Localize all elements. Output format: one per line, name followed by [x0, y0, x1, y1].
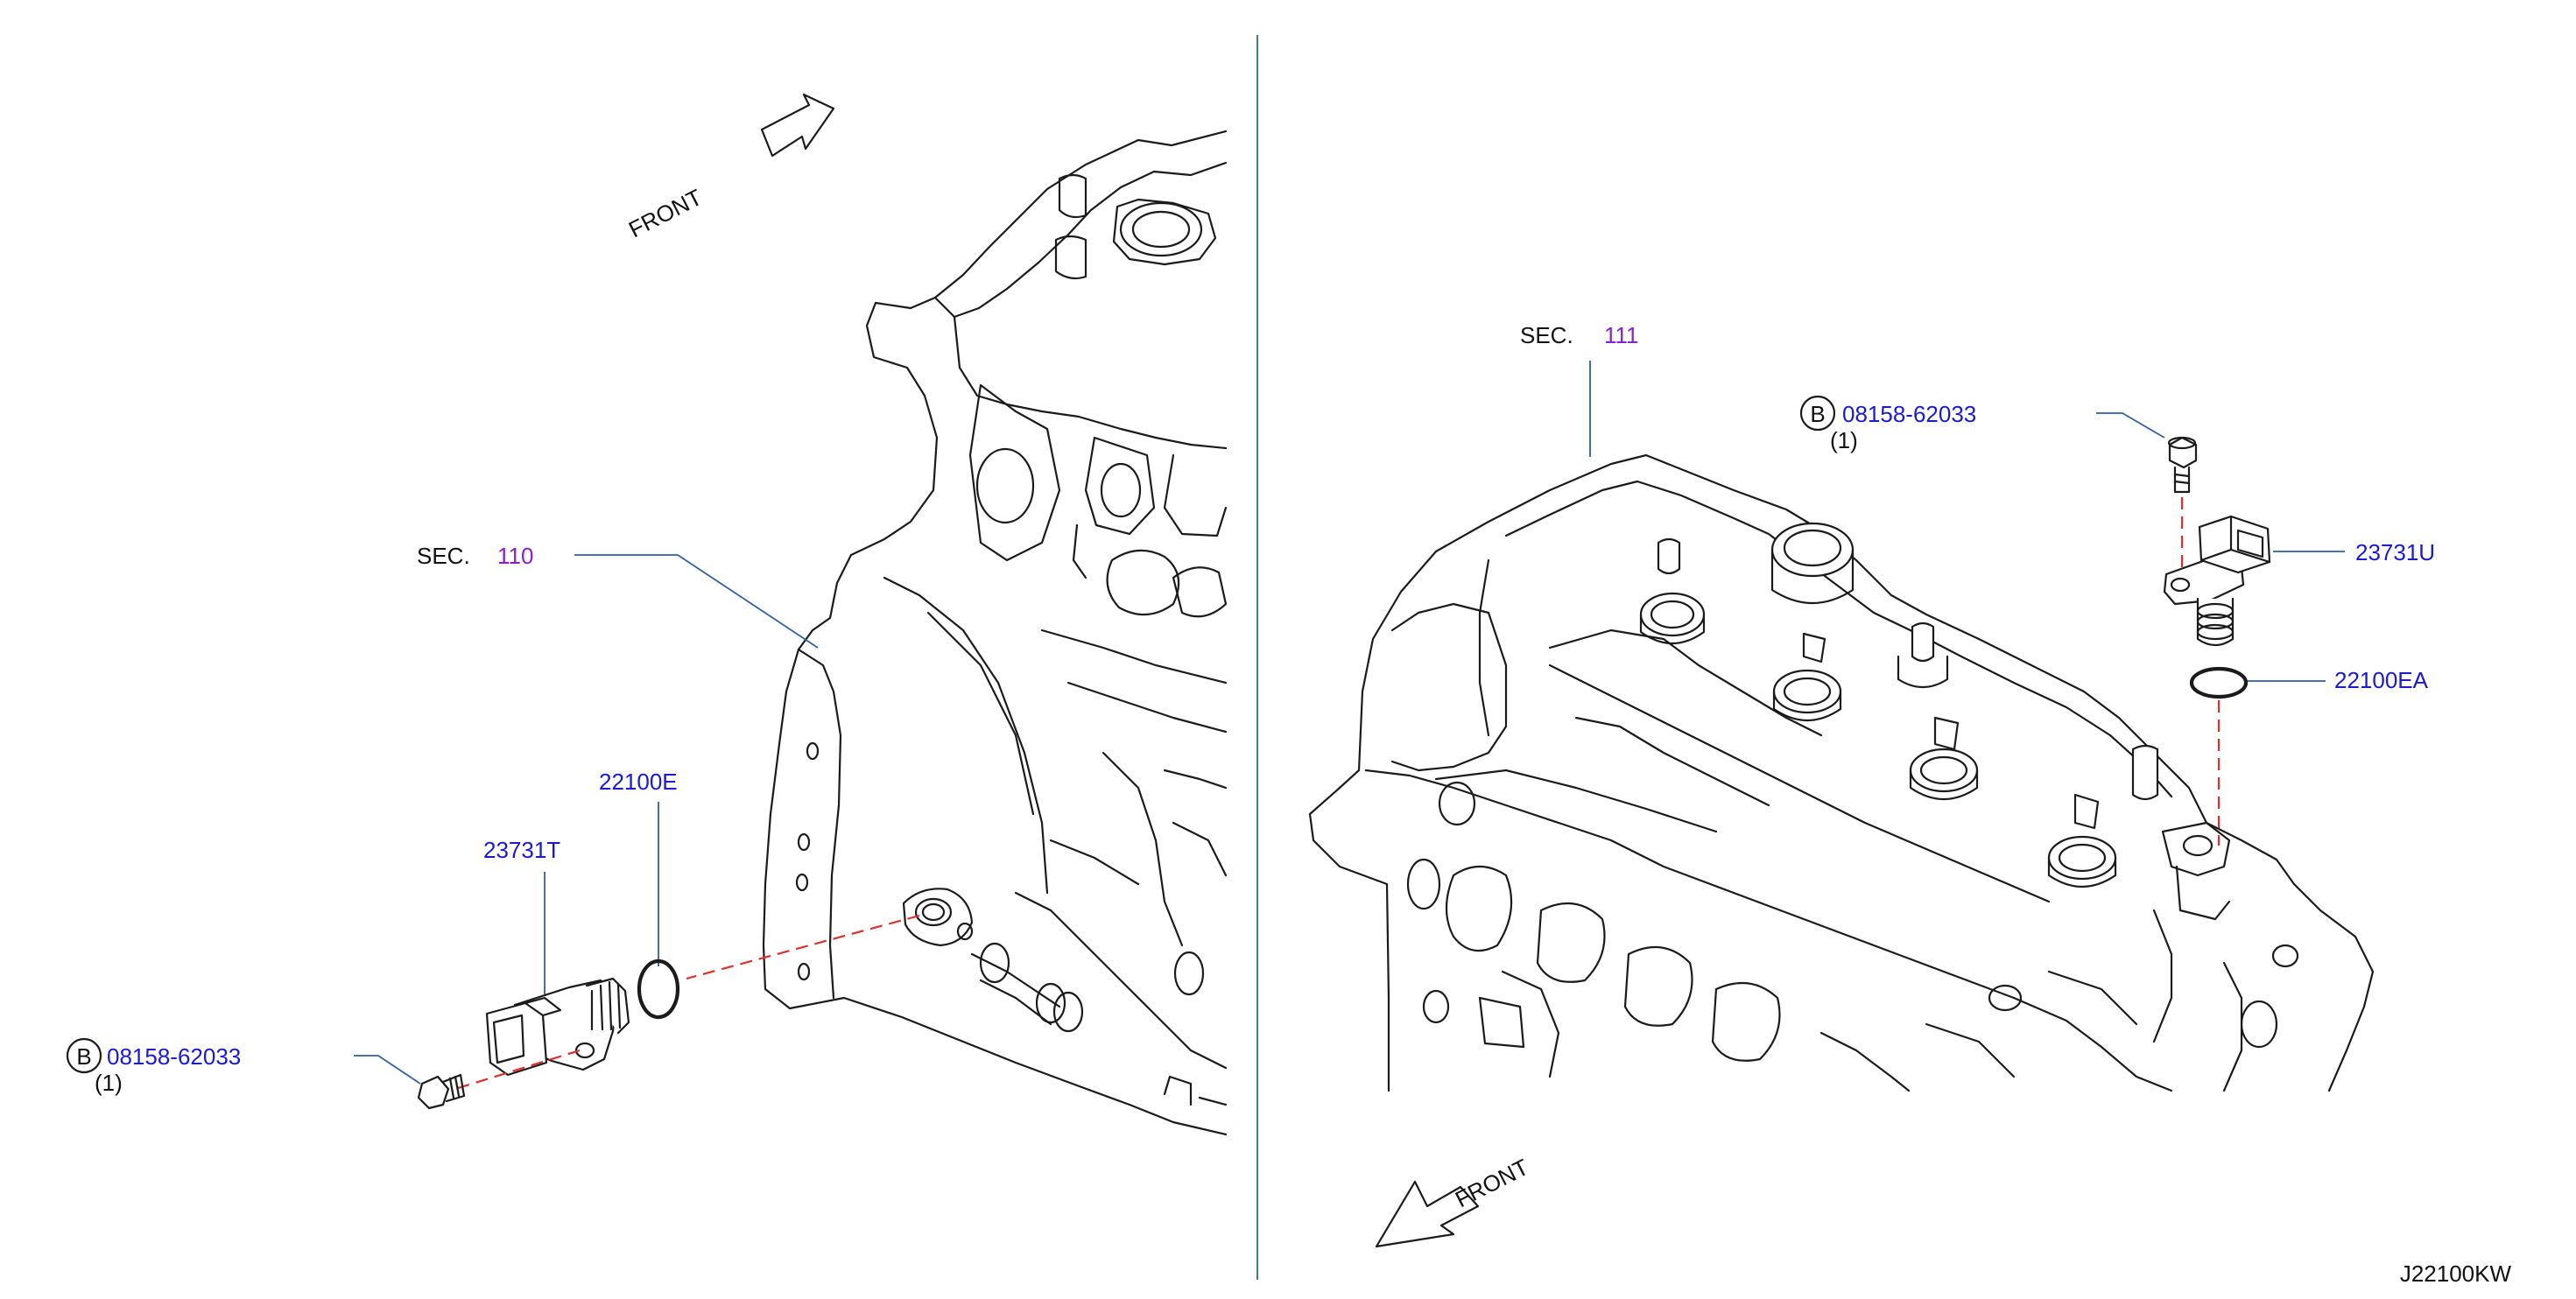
part-number-sensor-right[interactable]: 23731U: [2355, 539, 2435, 565]
bolt-quantity-left: (1): [95, 1070, 123, 1096]
section-leader-line-left: [574, 554, 819, 649]
section-reference-110[interactable]: 110: [497, 543, 533, 569]
left-engine-block-drawing: [762, 130, 1228, 1136]
section-reference-prefix-left: SEC.: [417, 543, 470, 569]
part-number-oring-right[interactable]: 22100EA: [2334, 667, 2429, 693]
assembly-phantom-line-left-upper: [686, 914, 920, 980]
bolt-badge-circle-right: [1799, 395, 1836, 432]
front-label-left: FRONT: [624, 184, 707, 242]
assembly-phantom-line-left-lower: [454, 1049, 581, 1091]
oring-22100ea[interactable]: [2189, 666, 2249, 699]
bolt-quantity-right: (1): [1830, 427, 1858, 453]
front-direction-arrow-right: FRONT: [1375, 1154, 1533, 1248]
bolt-08158-62033-right[interactable]: [2167, 436, 2198, 494]
bolt-badge-circle-left: [66, 1037, 102, 1074]
cam-sensor-23731t[interactable]: [485, 977, 630, 1077]
part-number-oring-left[interactable]: 22100E: [599, 769, 678, 795]
right-cylinder-head-drawing: [1308, 453, 2375, 1092]
bolt-badge-right: B: [1810, 401, 1825, 427]
bolt-leader-line-right: [2096, 412, 2165, 439]
bolt-08158-62033-left[interactable]: [417, 1073, 466, 1110]
cam-sensor-23731u[interactable]: [2163, 515, 2271, 647]
part-number-bolt-right[interactable]: 08158-62033: [1842, 401, 1976, 427]
bolt-badge-left: B: [76, 1043, 91, 1070]
diagram-code: J22100KW: [2400, 1260, 2512, 1287]
section-reference-111[interactable]: 111: [1604, 322, 1639, 348]
front-label-right: FRONT: [1451, 1154, 1533, 1212]
oring-22100e[interactable]: [637, 958, 680, 1020]
bolt-leader-line-left: [354, 1055, 421, 1085]
front-direction-arrow-left: FRONT: [624, 93, 835, 242]
part-number-sensor-left[interactable]: 23731T: [483, 837, 560, 863]
part-number-bolt-left[interactable]: 08158-62033: [107, 1043, 241, 1070]
section-reference-prefix-right: SEC.: [1520, 322, 1573, 348]
